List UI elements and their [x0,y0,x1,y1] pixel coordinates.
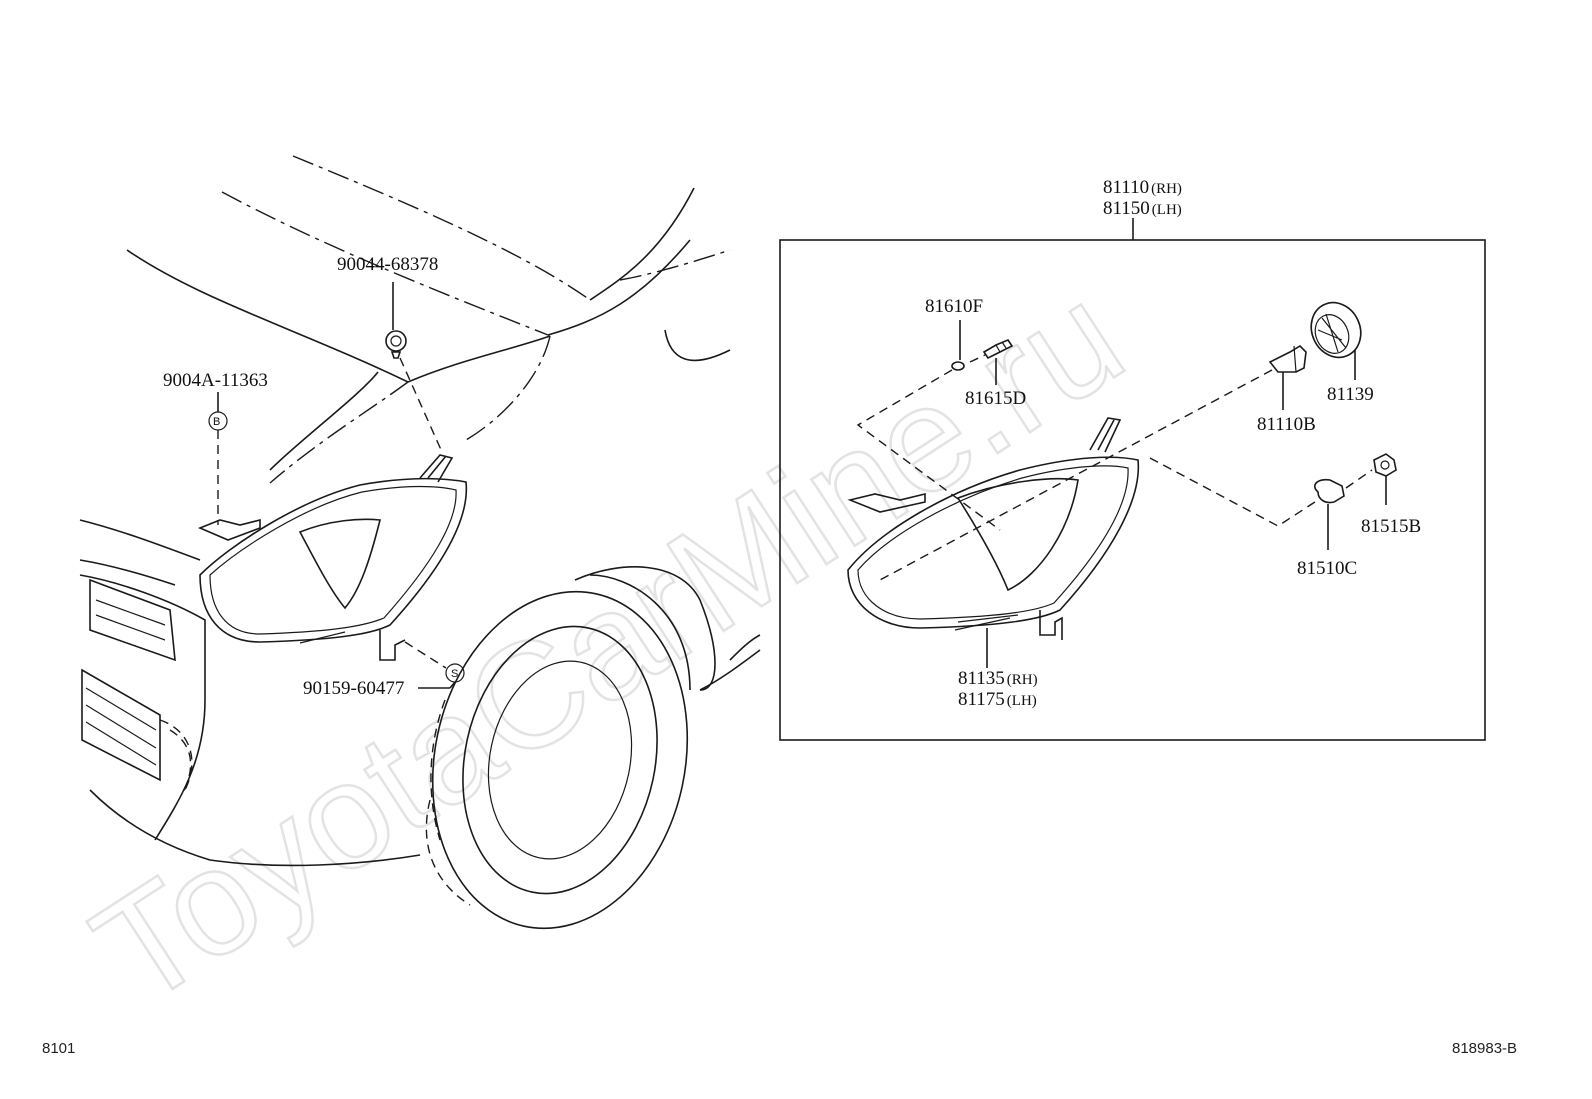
assembly-box: 81110(RH) 81150(LH) [779,177,1486,741]
label-unit-rh: 81135(RH) [958,668,1038,689]
bracket-marker: B [213,416,220,428]
diagram-code-left: 8101 [42,1040,75,1057]
screw-marker: S [451,668,458,680]
label-turn-socket: 81515B [1361,516,1421,537]
car-front-view: B S 90044-68378 9004A-11363 90159-60477 [79,155,761,930]
headlamp-unit [847,417,1140,640]
label-unit-lh: 81175(LH) [958,689,1037,710]
assembly-label-rh: 81110(RH) [1103,177,1182,198]
hood-clip-icon [385,330,407,359]
small-bulb-icon [951,361,965,371]
label-turn-bulb: 81510C [1297,558,1357,579]
label-screw: 90159-60477 [303,678,404,699]
label-small-bulb: 81610F [925,296,983,317]
label-bulb-socket: 81615D [965,388,1026,409]
bulb-socket-icon [982,339,1014,360]
turn-bulb-icon [1314,478,1345,550]
headlamp-bulb-icon [1268,344,1307,410]
label-hood-clip: 90044-68378 [337,254,438,275]
label-bracket-bolt: 9004A-11363 [163,370,268,391]
assembly-label-lh: 81150(LH) [1103,198,1182,219]
label-cap: 81139 [1327,384,1374,405]
label-headlamp-bulb: 81110B [1257,414,1316,435]
headlamp-installed [197,454,468,661]
diagram-code-right: 818983-B [1452,1040,1517,1057]
cap-icon [1310,301,1362,380]
turn-socket-icon [1373,453,1397,505]
